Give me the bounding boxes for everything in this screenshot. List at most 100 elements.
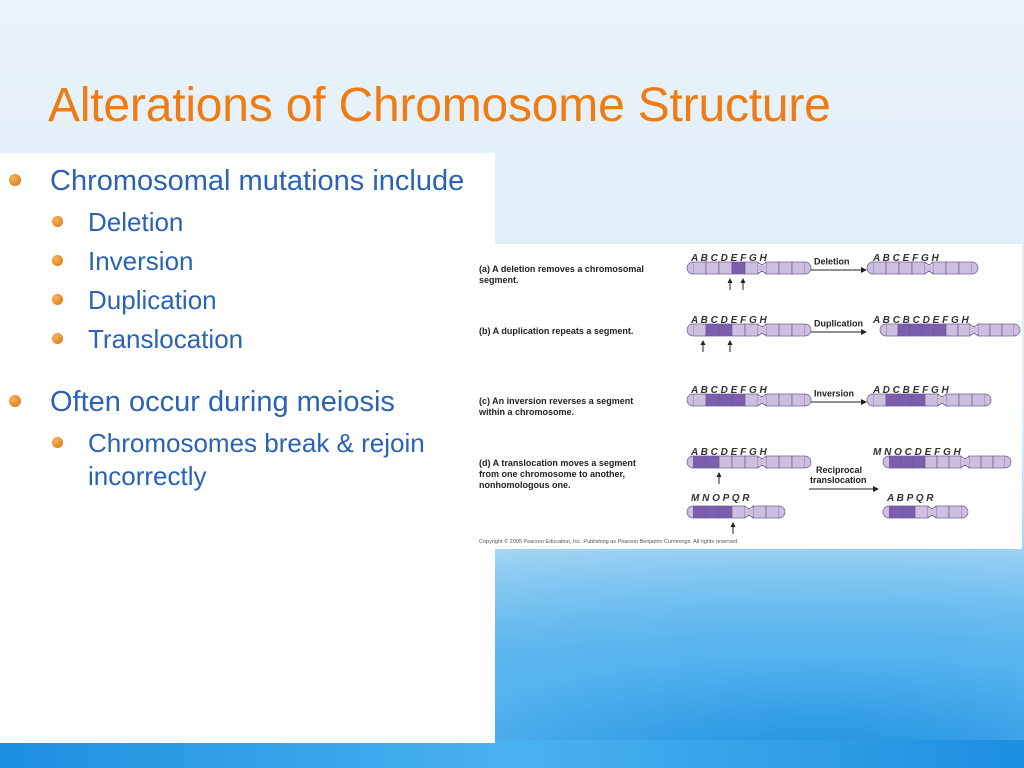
chromosome-band [885, 323, 899, 337]
chromosome-band [778, 261, 793, 275]
mutation-label: Deletion [814, 257, 850, 267]
mutation-label: Inversion [814, 389, 854, 399]
chromosome-band [912, 455, 926, 469]
chromosome-cap [1004, 455, 1012, 469]
figure-svg: (a) A deletion removes a chromosomalsegm… [478, 253, 1021, 545]
bullet-icon [52, 333, 63, 344]
figure-caption: segment. [479, 275, 519, 285]
chromosome-band [1001, 323, 1015, 337]
figure-caption: (a) A deletion removes a chromosomal [479, 264, 644, 274]
sub-bullet-text: Deletion [88, 207, 184, 237]
chromosome-band [901, 505, 916, 519]
chromosome-cap [882, 455, 890, 469]
sub-bullet-text: Chromosomes break & rejoin incorrectly [88, 428, 425, 491]
chromosome-band [971, 393, 986, 407]
chromosome-band [692, 393, 707, 407]
chromosome-band [992, 455, 1006, 469]
centromere-fill [745, 509, 753, 515]
chromosome-band [885, 393, 900, 407]
chromosome-band [935, 505, 950, 519]
chromosome-cap [778, 505, 786, 519]
bullet-icon [52, 216, 63, 227]
chromosome-band [718, 323, 733, 337]
centromere [757, 323, 767, 337]
mutation-arrow-head [861, 399, 867, 405]
chromosome-band [872, 393, 887, 407]
chromosome-cap [971, 261, 979, 275]
gene-letters: A D C B E F G H [872, 385, 950, 396]
chromosome-duplicated [879, 323, 1021, 337]
centromere [960, 455, 970, 469]
chromosome-band [924, 455, 938, 469]
figure-caption: nonhomologous one. [479, 480, 571, 490]
mutation-label: Duplication [814, 319, 863, 329]
chromosome-cap [866, 261, 874, 275]
chromosome-band [958, 261, 973, 275]
gene-letters: A B C D E F G H [690, 385, 768, 396]
chromosome-original [686, 455, 812, 469]
chromosome-band [911, 393, 926, 407]
chromosome-band [911, 261, 926, 275]
break-arrow-head [740, 278, 746, 283]
chromosome-band [765, 505, 780, 519]
chromosome-cap [866, 393, 874, 407]
centromere [937, 393, 947, 407]
bottom-band [0, 740, 1024, 768]
bullet-icon [52, 255, 63, 266]
mutation-arrow-head [873, 486, 879, 492]
chromosome-band [958, 393, 973, 407]
chromosome-original [686, 261, 812, 275]
chromosome-band [948, 505, 963, 519]
chromosome-band [692, 455, 707, 469]
bullet-icon [9, 395, 21, 407]
centromere [757, 261, 767, 275]
gene-letters: A B P Q R [886, 493, 934, 504]
chromosome-band [898, 261, 913, 275]
chromosome-band [744, 393, 759, 407]
slide-title: Alterations of Chromosome Structure [48, 79, 831, 132]
chromosome-band [914, 505, 929, 519]
sub-bullet-item: Inversion [0, 245, 495, 278]
chromosome-band [989, 323, 1003, 337]
chromosome-band [932, 261, 947, 275]
chromosome-band [705, 261, 720, 275]
chromosome-band [977, 323, 991, 337]
chromosome-cap [804, 393, 812, 407]
chromosome-cap [686, 505, 694, 519]
chromosome-translocated [882, 505, 969, 519]
bullet-item: Often occur during meiosis [0, 384, 495, 421]
chromosome-band [744, 323, 759, 337]
chromosome-band [731, 323, 746, 337]
chromosome-band [765, 455, 780, 469]
gene-letters: M N O C D E F G H [873, 447, 962, 458]
bullet-list: Chromosomal mutations include Deletion I… [0, 163, 495, 499]
gene-letters: M N O P Q R [691, 493, 750, 504]
chromosome-band [945, 323, 959, 337]
centromere [744, 505, 754, 519]
chromosome-band [765, 393, 780, 407]
chromosome-band [791, 323, 806, 337]
chromosome-cap [879, 323, 887, 337]
sub-bullet-item: Chromosomes break & rejoin incorrectly [0, 427, 495, 493]
chromosome-band [945, 393, 960, 407]
chromosome-band [778, 393, 793, 407]
chromosome-band [705, 323, 720, 337]
chromosome-band [692, 505, 707, 519]
sub-bullet-text: Duplication [88, 285, 217, 315]
chromosome-translocated [882, 455, 1012, 469]
centromere [757, 455, 767, 469]
chromosome-deleted [866, 261, 979, 275]
chromosome-cap [804, 323, 812, 337]
chromosome-band [778, 323, 793, 337]
bullet-item: Chromosomal mutations include [0, 163, 495, 200]
chromosome-band [718, 455, 733, 469]
chromosome-band [924, 393, 939, 407]
bullet-icon [9, 174, 21, 186]
sub-bullet-text: Inversion [88, 246, 194, 276]
centromere-fill [961, 459, 969, 465]
chromosome-band [921, 323, 935, 337]
mutation-arrow-head [861, 329, 867, 335]
break-arrow-head [700, 340, 706, 345]
chromosome-cap [984, 393, 992, 407]
gene-letters: A B C D E F G H [690, 253, 768, 264]
